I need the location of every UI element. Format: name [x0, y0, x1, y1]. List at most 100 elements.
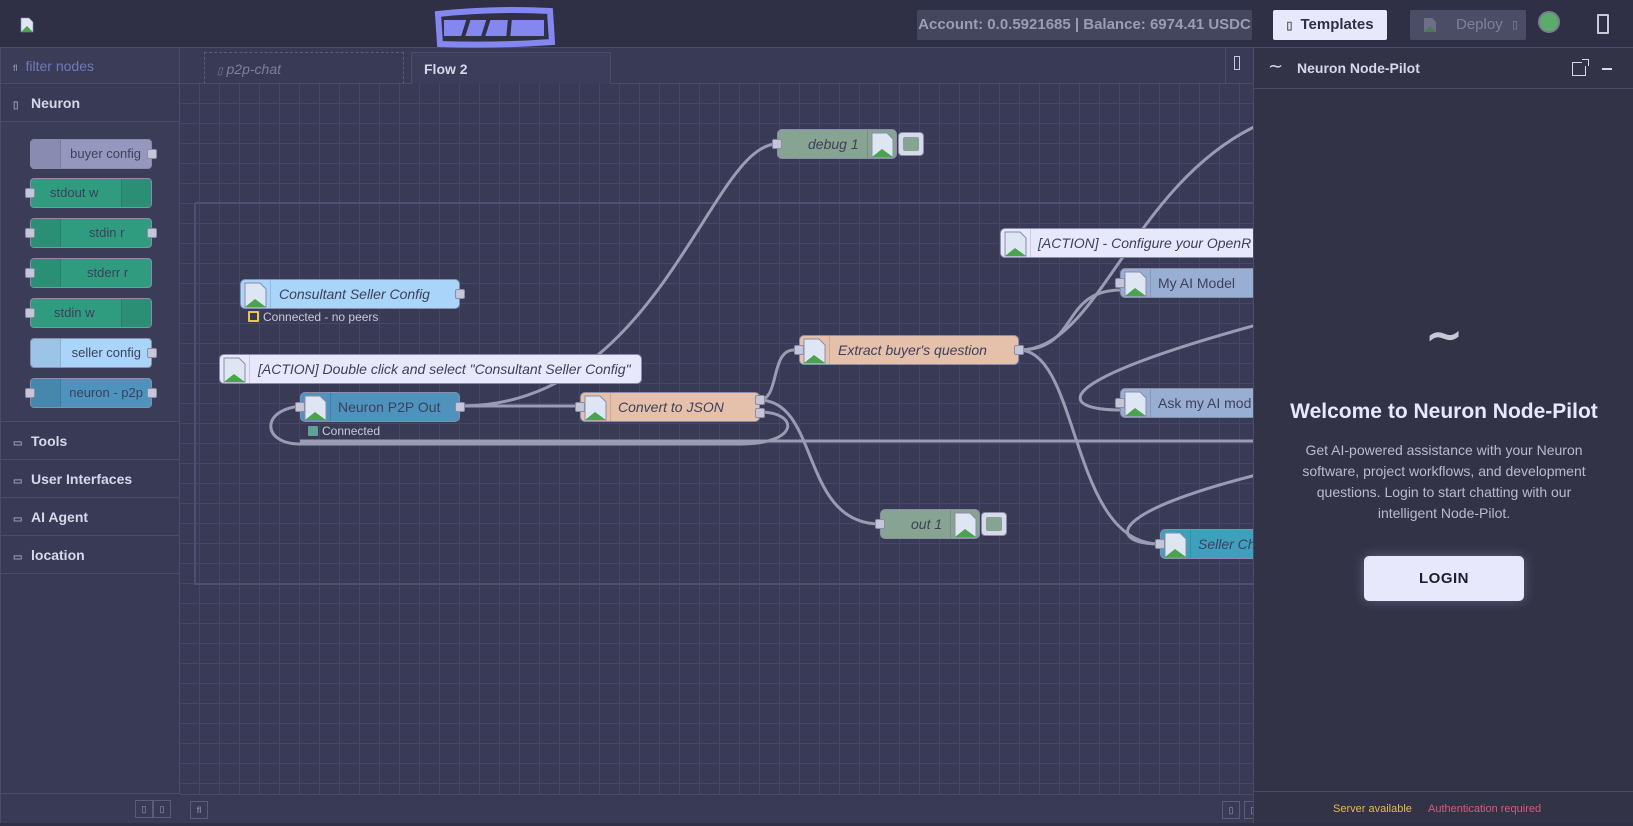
main-menu-button[interactable] — [1597, 14, 1609, 34]
palette-node-buyer-config[interactable]: buyer config — [30, 139, 157, 169]
node-ask-my-ai-model[interactable]: Ask my AI mod — [1115, 388, 1253, 418]
input-port[interactable] — [575, 402, 585, 412]
node-status: Connected - no peers — [248, 310, 378, 324]
debug-toggle-button[interactable] — [898, 132, 924, 156]
node-my-ai-model[interactable]: My AI Model — [1115, 268, 1253, 298]
input-port[interactable] — [875, 519, 885, 529]
flow-canvas[interactable]: debug 1 Consultant Seller Config Connect… — [180, 84, 1253, 794]
toggle-palette-button[interactable]: fl — [190, 801, 208, 819]
welcome-description: Get AI-powered assistance with your Neur… — [1302, 442, 1586, 521]
connection-status-indicator[interactable] — [1538, 11, 1560, 33]
output-port — [147, 388, 157, 398]
palette-node-stdin-r[interactable]: stdin r — [25, 218, 157, 248]
output-port[interactable] — [755, 408, 765, 418]
deploy-button[interactable]: Deploy ▯ — [1410, 10, 1526, 40]
palette-footer: ▯ ▯ — [1, 793, 180, 823]
tabs-menu-button[interactable] — [1225, 48, 1253, 84]
palette-node-stdin-w[interactable]: stdin w — [25, 298, 152, 328]
output-port[interactable] — [1014, 345, 1024, 355]
wire — [1018, 125, 1253, 352]
node-extract-buyers-question[interactable]: Extract buyer's question — [794, 335, 1024, 365]
broken-image-icon — [244, 282, 267, 308]
input-port — [25, 268, 35, 278]
wire — [1018, 288, 1122, 352]
tab-flow-2[interactable]: Flow 2 — [411, 52, 611, 84]
wires — [269, 125, 1253, 546]
output-port[interactable] — [455, 402, 465, 412]
pilot-hero-icon: ∼ — [1425, 311, 1463, 360]
output-port — [147, 228, 157, 238]
collapsed-icon: ▭ — [13, 476, 23, 487]
header-bar: Account: 0.0.5921685 | Balance: 6974.41 … — [0, 0, 1633, 48]
output-port[interactable] — [455, 289, 465, 299]
wire — [1126, 474, 1253, 546]
flow-group[interactable] — [194, 202, 1253, 585]
expand-all-button[interactable]: ▯ — [153, 800, 171, 818]
workspace-footer: fl ▯ ▯ — [180, 794, 1262, 823]
input-port[interactable] — [772, 139, 782, 149]
output-toggle-button[interactable] — [981, 512, 1007, 536]
palette-node-neuron-p2p[interactable]: neuron - p2p — [25, 378, 157, 408]
deploy-options-icon[interactable]: ▯ — [1511, 19, 1518, 31]
search-icon: fl — [13, 63, 18, 73]
input-port[interactable] — [295, 402, 305, 412]
node-seller-chat[interactable]: Seller Ch — [1155, 529, 1253, 559]
wire — [758, 398, 881, 526]
wire — [460, 142, 778, 408]
minimize-icon[interactable] — [1602, 68, 1612, 70]
input-port[interactable] — [1155, 539, 1165, 549]
broken-image-icon — [803, 338, 826, 364]
node-convert-to-json[interactable]: Convert to JSON — [575, 392, 765, 422]
category-tools[interactable]: ▭Tools — [1, 422, 179, 460]
wire — [269, 404, 790, 446]
wire — [1078, 324, 1253, 412]
broken-image-icon — [20, 17, 34, 33]
broken-image-icon — [223, 357, 246, 383]
node-action-configure-comment[interactable]: [ACTION] - Configure your OpenR — [1000, 228, 1253, 258]
broken-image-icon — [304, 395, 327, 421]
node-neuron-p2p-out[interactable]: Neuron P2P Out — [295, 392, 465, 422]
node-debug-1[interactable]: debug 1 — [772, 129, 924, 159]
status-dot-icon — [308, 426, 318, 436]
input-port[interactable] — [794, 345, 804, 355]
category-neuron[interactable]: ▯Neuron — [1, 84, 179, 122]
tab-p2p-chat[interactable]: ▯p2p-chat — [204, 52, 404, 84]
login-button[interactable]: LOGIN — [1364, 556, 1524, 601]
auth-status: Authentication required — [1428, 803, 1542, 815]
node-action-comment[interactable]: [ACTION] Double click and select "Consul… — [219, 354, 642, 384]
wire — [758, 348, 795, 402]
input-port — [25, 188, 35, 198]
broken-image-icon — [954, 512, 977, 538]
palette-node-stdout-w[interactable]: stdout w — [25, 178, 152, 208]
palette-node-seller-config[interactable]: seller config — [30, 338, 157, 368]
output-port — [147, 149, 157, 159]
broken-image-icon — [871, 132, 894, 158]
category-ai-agent[interactable]: ▭AI Agent — [1, 498, 179, 536]
templates-icon: ▯ — [1286, 20, 1293, 32]
collapsed-icon: ▭ — [13, 552, 23, 563]
workspace: ▯p2p-chat Flow 2 debug 1 — [180, 48, 1262, 823]
input-port[interactable] — [1115, 278, 1125, 288]
broken-image-icon — [1124, 391, 1147, 417]
input-port[interactable] — [1115, 398, 1125, 408]
templates-button[interactable]: ▯Templates — [1273, 10, 1387, 40]
palette-node-stderr-r[interactable]: stderr r — [25, 258, 152, 288]
category-user-interfaces[interactable]: ▭User Interfaces — [1, 460, 179, 498]
output-port[interactable] — [755, 395, 765, 405]
input-port — [25, 388, 35, 398]
node-pilot-panel: ∼ Neuron Node-Pilot ∼ Welcome to Neuron … — [1253, 48, 1633, 823]
collapsed-icon: ▭ — [13, 514, 23, 525]
node-out-1[interactable]: out 1 — [875, 509, 1007, 539]
deploy-icon — [1424, 18, 1436, 32]
category-location[interactable]: ▭location — [1, 536, 179, 574]
node-consultant-seller-config[interactable]: Consultant Seller Config — [240, 279, 465, 309]
pilot-title: Neuron Node-Pilot — [1297, 60, 1420, 76]
broken-image-icon — [584, 395, 607, 421]
zoom-out-button[interactable]: ▯ — [1222, 801, 1240, 819]
popout-icon[interactable] — [1572, 59, 1589, 76]
node-status: Connected — [308, 424, 380, 438]
pilot-status-bar: Server available Authentication required — [1254, 791, 1633, 823]
collapse-all-button[interactable]: ▯ — [135, 800, 153, 818]
